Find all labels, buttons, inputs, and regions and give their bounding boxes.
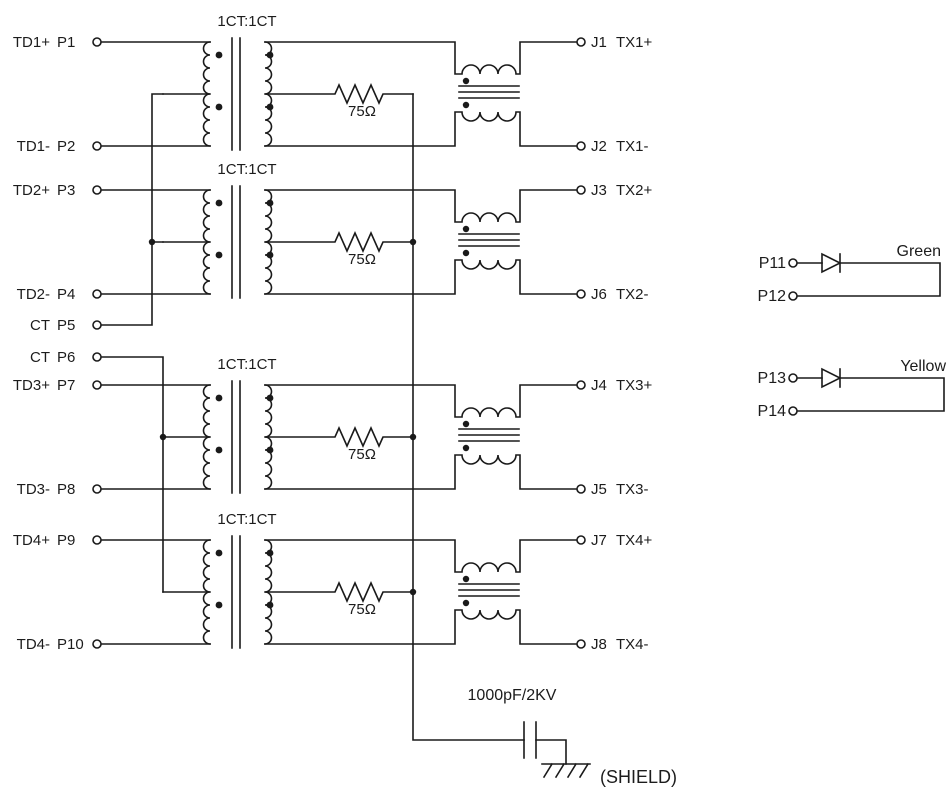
input-minus-name: TD2- bbox=[17, 286, 50, 303]
input-plus-name: TD2+ bbox=[13, 182, 50, 199]
resistor-value-label: 75Ω bbox=[348, 446, 376, 463]
input-plus-pin: P3 bbox=[57, 182, 75, 199]
center-tap-section: CT P5 CT P6 bbox=[30, 93, 167, 593]
led-diode-symbol bbox=[821, 252, 842, 274]
led-loop-wire bbox=[796, 377, 945, 412]
led-top-pin-label: P13 bbox=[758, 370, 787, 387]
junction-dot bbox=[409, 238, 417, 246]
input-minus-pin: P10 bbox=[57, 636, 84, 653]
ground-shield-symbol bbox=[541, 762, 591, 779]
input-minus-pin: P2 bbox=[57, 138, 75, 155]
led-diode-symbol bbox=[821, 367, 842, 389]
channel-1: 1CT:1CT TD1+ P1 TD1- P2 J1 TX1+ J2 TX1- … bbox=[13, 13, 653, 155]
channel-3-graphics bbox=[92, 380, 586, 494]
ct-pin-terminal bbox=[92, 320, 102, 330]
led-pin-terminal bbox=[788, 373, 798, 383]
input-plus-pin: P9 bbox=[57, 532, 75, 549]
led-circuit-green: P11 P12 Green bbox=[758, 243, 941, 305]
input-minus-pin: P4 bbox=[57, 286, 75, 303]
output-plus-pin: J4 bbox=[591, 377, 607, 394]
junction-dot bbox=[159, 433, 167, 441]
led-bottom-pin-label: P14 bbox=[758, 403, 787, 420]
input-plus-pin: P7 bbox=[57, 377, 75, 394]
led-pin-terminal bbox=[788, 406, 798, 416]
input-minus-name: TD4- bbox=[17, 636, 50, 653]
input-plus-name: TD1+ bbox=[13, 34, 50, 51]
capacitor-value-label: 1000pF/2KV bbox=[468, 687, 557, 704]
ct-pin: P5 bbox=[57, 317, 75, 334]
transformer-ratio-label: 1CT:1CT bbox=[217, 356, 276, 373]
led-pin-terminal bbox=[788, 291, 798, 301]
led-color-label: Yellow bbox=[900, 358, 946, 375]
resistor-value-label: 75Ω bbox=[348, 251, 376, 268]
channel-4-graphics bbox=[92, 535, 586, 649]
shield-ground-section: 1000pF/2KV (SHIELD) bbox=[409, 93, 677, 787]
output-minus-name: TX4- bbox=[616, 636, 649, 653]
ct-pin: P6 bbox=[57, 349, 75, 366]
output-minus-pin: J5 bbox=[591, 481, 607, 498]
resistor-value-label: 75Ω bbox=[348, 103, 376, 120]
input-minus-pin: P8 bbox=[57, 481, 75, 498]
output-minus-name: TX1- bbox=[616, 138, 649, 155]
input-minus-name: TD1- bbox=[17, 138, 50, 155]
output-plus-pin: J7 bbox=[591, 532, 607, 549]
resistor-value-label: 75Ω bbox=[348, 601, 376, 618]
output-plus-name: TX2+ bbox=[616, 182, 653, 199]
transformer-ratio-label: 1CT:1CT bbox=[217, 511, 276, 528]
junction-dot bbox=[409, 433, 417, 441]
output-plus-pin: J1 bbox=[591, 34, 607, 51]
output-minus-name: TX3- bbox=[616, 481, 649, 498]
channel-4: 1CT:1CT TD4+ P9 TD4- P10 J7 TX4+ J8 TX4-… bbox=[13, 511, 653, 653]
output-plus-name: TX4+ bbox=[616, 532, 653, 549]
led-top-pin-label: P11 bbox=[759, 255, 786, 272]
channel-1-graphics bbox=[92, 37, 586, 151]
led-circuit-yellow: P13 P14 Yellow bbox=[758, 358, 947, 420]
shield-bus-wire bbox=[412, 93, 525, 741]
output-plus-pin: J3 bbox=[591, 182, 607, 199]
channel-2: 1CT:1CT TD2+ P3 TD2- P4 J3 TX2+ J6 TX2- … bbox=[13, 161, 653, 303]
output-minus-pin: J2 bbox=[591, 138, 607, 155]
input-minus-name: TD3- bbox=[17, 481, 50, 498]
ct-name: CT bbox=[30, 349, 50, 366]
transformer-ratio-label: 1CT:1CT bbox=[217, 161, 276, 178]
ct-name: CT bbox=[30, 317, 50, 334]
input-plus-name: TD4+ bbox=[13, 532, 50, 549]
input-plus-pin: P1 bbox=[57, 34, 75, 51]
junction-dot bbox=[409, 588, 417, 596]
led-loop-wire bbox=[796, 262, 941, 297]
led-color-label: Green bbox=[897, 243, 941, 260]
input-plus-name: TD3+ bbox=[13, 377, 50, 394]
channel-2-graphics bbox=[92, 185, 586, 299]
output-plus-name: TX3+ bbox=[616, 377, 653, 394]
output-minus-pin: J8 bbox=[591, 636, 607, 653]
capacitor-to-ground-wire bbox=[535, 739, 567, 765]
capacitor-symbol bbox=[523, 721, 537, 759]
junction-dot bbox=[148, 238, 156, 246]
ct-pin-terminal bbox=[92, 352, 102, 362]
shield-label: (SHIELD) bbox=[600, 767, 677, 787]
led-pin-terminal bbox=[788, 258, 798, 268]
center-tap-bus-wires bbox=[100, 93, 164, 593]
led-bottom-pin-label: P12 bbox=[758, 288, 787, 305]
output-plus-name: TX1+ bbox=[616, 34, 653, 51]
channel-3: 1CT:1CT TD3+ P7 TD3- P8 J4 TX3+ J5 TX3- … bbox=[13, 356, 653, 498]
output-minus-pin: J6 bbox=[591, 286, 607, 303]
transformer-ratio-label: 1CT:1CT bbox=[217, 13, 276, 30]
output-minus-name: TX2- bbox=[616, 286, 649, 303]
